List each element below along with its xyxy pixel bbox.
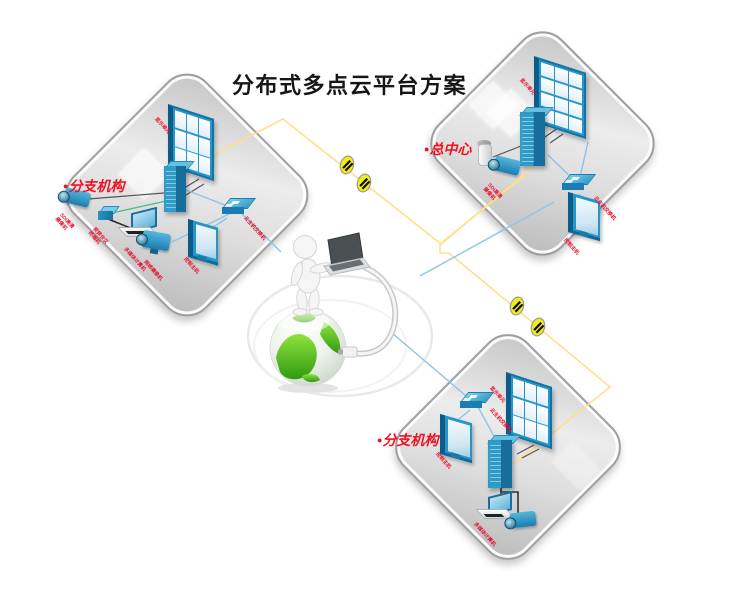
cloud-switch — [221, 198, 257, 214]
internet-globe-figure — [269, 232, 399, 393]
cloud-switch — [459, 392, 495, 408]
label-branch2: ●分支机构 — [377, 432, 439, 448]
usb-cable — [351, 265, 399, 357]
tower-server — [519, 107, 554, 166]
wan-link-icon — [356, 173, 372, 193]
globe — [269, 309, 347, 393]
vc-terminal — [98, 206, 120, 220]
wan-link-icon — [339, 155, 355, 175]
person-figure — [290, 235, 335, 316]
laptop-icon — [323, 232, 371, 276]
wan-link-icon — [509, 296, 525, 316]
network-camera — [503, 510, 537, 530]
tower-server — [487, 435, 521, 488]
device-label-sdi-camera: SDI高清 摄像机 — [54, 212, 76, 232]
cloud-switch — [561, 174, 597, 190]
label-branch1: ●分支机构 — [63, 178, 125, 194]
label-center: ●总中心 — [424, 141, 472, 157]
wan-link-icon — [530, 317, 546, 337]
control-host-monitor — [188, 219, 218, 266]
diagram-title: 分布式多点云平台方案 — [232, 73, 468, 98]
tower-server — [163, 161, 195, 212]
device-label-control-host: 控制主机 — [562, 237, 581, 257]
